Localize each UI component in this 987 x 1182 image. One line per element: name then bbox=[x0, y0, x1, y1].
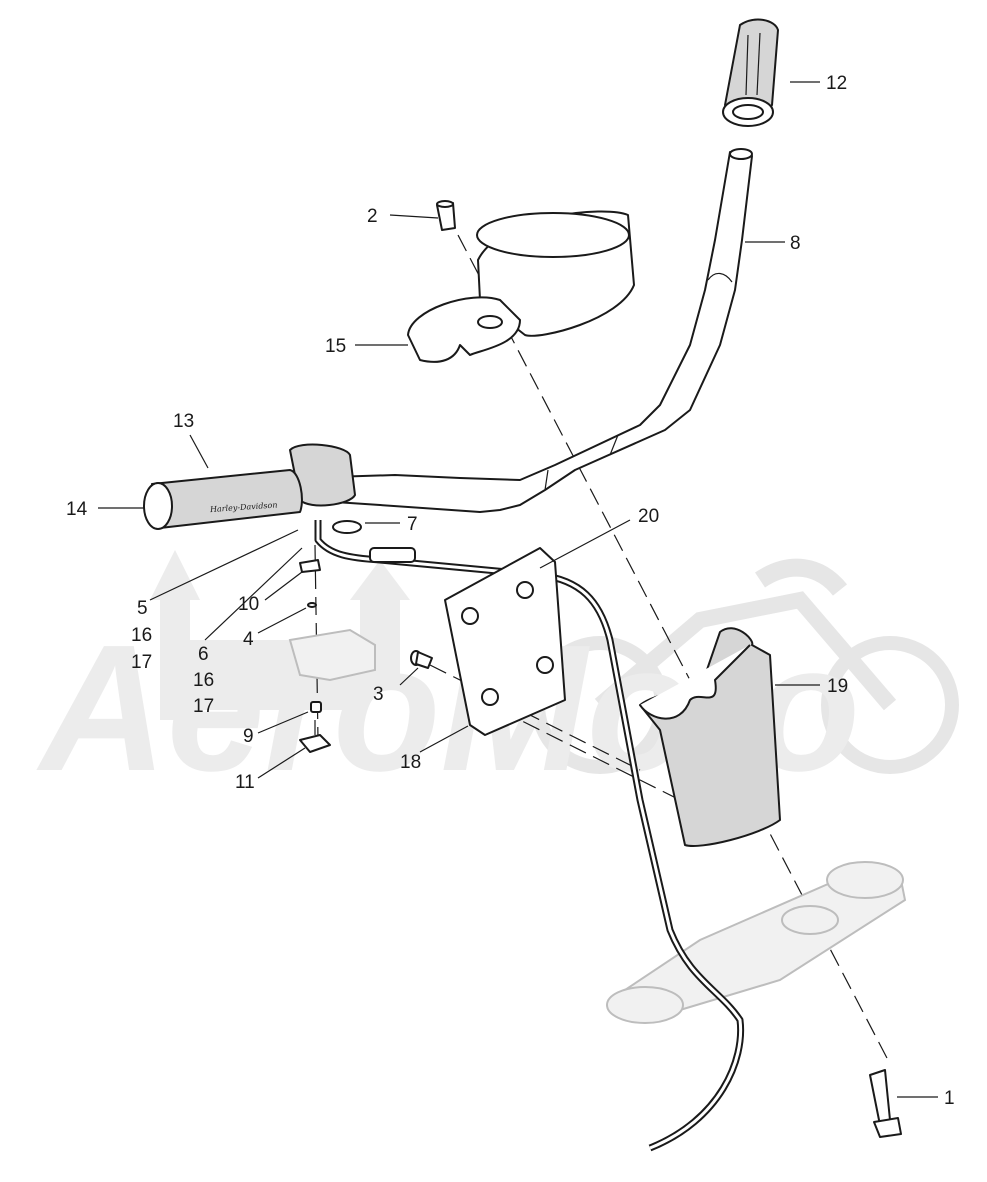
handlebar bbox=[299, 148, 753, 513]
callout-15: 15 bbox=[325, 336, 346, 357]
screw-3 bbox=[410, 650, 433, 669]
callout-2: 2 bbox=[367, 206, 378, 227]
bolt-1 bbox=[869, 1069, 902, 1138]
leader-lines bbox=[98, 81, 938, 1098]
right-grip bbox=[722, 18, 779, 127]
callout-labels: 12 8 2 15 13 14 7 20 5 16 17 10 4 6 16 1… bbox=[66, 73, 955, 1109]
callout-6: 6 bbox=[198, 644, 209, 665]
left-controls: Harley-Davidson bbox=[143, 443, 356, 530]
callout-5-16: 16 bbox=[131, 625, 152, 646]
callout-20: 20 bbox=[638, 506, 659, 527]
switch-parts bbox=[288, 559, 376, 753]
mounting-plate bbox=[444, 547, 566, 736]
callout-18: 18 bbox=[400, 752, 421, 773]
triple-clamp bbox=[606, 861, 907, 1024]
callout-6-17: 17 bbox=[193, 696, 214, 717]
callout-5-17: 17 bbox=[131, 652, 152, 673]
gasket-7 bbox=[332, 520, 362, 534]
callout-10: 10 bbox=[238, 594, 259, 615]
callout-9: 9 bbox=[243, 726, 254, 747]
callout-13: 13 bbox=[173, 411, 194, 432]
callout-12: 12 bbox=[826, 73, 847, 94]
callout-14: 14 bbox=[66, 499, 88, 520]
callout-6-16: 16 bbox=[193, 670, 214, 691]
callout-5: 5 bbox=[137, 598, 148, 619]
callout-8: 8 bbox=[790, 233, 801, 254]
callout-19: 19 bbox=[827, 676, 848, 697]
callout-4: 4 bbox=[243, 629, 254, 650]
gauge-clamp bbox=[407, 210, 635, 363]
riser-cover bbox=[639, 627, 781, 847]
screw-2 bbox=[436, 200, 456, 231]
callout-3: 3 bbox=[373, 684, 384, 705]
brake-line bbox=[314, 520, 745, 1152]
callout-11: 11 bbox=[235, 772, 255, 793]
callout-7: 7 bbox=[407, 514, 418, 535]
callout-1: 1 bbox=[944, 1088, 955, 1109]
